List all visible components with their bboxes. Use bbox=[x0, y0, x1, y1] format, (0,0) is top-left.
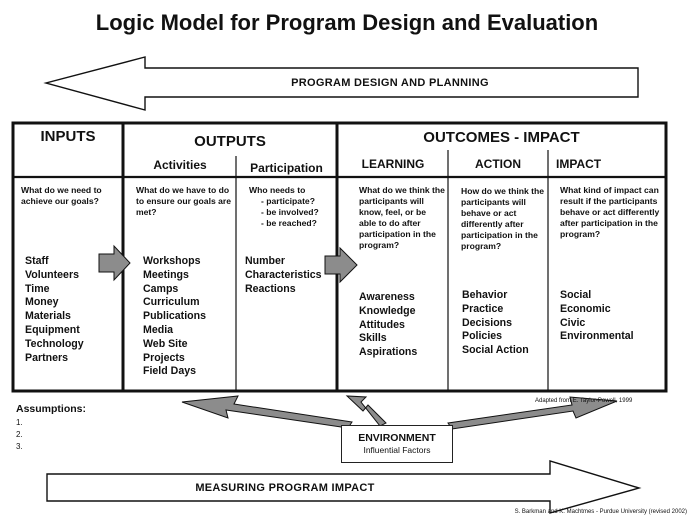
list-item: Meetings bbox=[143, 268, 189, 281]
environment-title: ENVIRONMENT bbox=[358, 432, 436, 444]
participation-list: Number Characteristics Reactions bbox=[245, 255, 322, 296]
list-item: Partners bbox=[25, 351, 68, 364]
list-item: Attitudes bbox=[359, 318, 405, 331]
list-item: Time bbox=[25, 282, 50, 295]
list-item: Skills bbox=[359, 332, 387, 345]
list-item: Characteristics bbox=[245, 268, 322, 281]
environment-to-inputs-outputs-arrow bbox=[181, 395, 353, 429]
outcomes-header: OUTCOMES - IMPACT bbox=[423, 129, 580, 146]
list-item: Field Days bbox=[143, 365, 196, 378]
design-planning-arrow bbox=[43, 56, 639, 111]
participation-header: Participation bbox=[250, 161, 323, 175]
environment-to-learning-arrow bbox=[345, 395, 387, 427]
action-question: How do we think the participants will be… bbox=[461, 186, 545, 251]
measuring-impact-arrow bbox=[46, 460, 642, 514]
environment-box: ENVIRONMENT Influential Factors bbox=[341, 425, 453, 463]
list-item: Economic bbox=[560, 302, 611, 315]
environment-to-impact-arrow bbox=[447, 396, 618, 430]
environment-subtitle: Influential Factors bbox=[363, 445, 431, 455]
list-item: Reactions bbox=[245, 282, 296, 295]
list-item: Social bbox=[560, 289, 592, 301]
activities-list: Workshops Meetings Camps Curriculum Publ… bbox=[143, 255, 206, 379]
list-item: Decisions bbox=[462, 316, 513, 329]
participation-question-lead: Who needs to bbox=[249, 185, 306, 195]
list-item: Social Action bbox=[462, 344, 529, 357]
action-list: Behavior Practice Decisions Policies Soc… bbox=[462, 289, 529, 358]
list-item: Camps bbox=[143, 282, 179, 295]
list-item: Web Site bbox=[143, 337, 188, 350]
list-item: 2. bbox=[16, 430, 23, 439]
list-item: Knowledge bbox=[359, 304, 416, 317]
learning-header: LEARNING bbox=[361, 157, 425, 171]
inputs-to-outputs-arrow bbox=[98, 244, 131, 282]
learning-question: What do we think the participants will k… bbox=[359, 185, 445, 250]
impact-question: What kind of impact can result if the pa… bbox=[560, 185, 660, 239]
participation-question-item: - be involved? bbox=[261, 207, 319, 217]
participation-question: Who needs to - participate? - be involve… bbox=[249, 185, 337, 229]
logic-model-frame bbox=[11, 121, 668, 393]
assumptions-header: Assumptions: bbox=[16, 403, 87, 415]
list-item: Materials bbox=[25, 310, 71, 323]
list-item: Media bbox=[143, 323, 174, 336]
list-item: Money bbox=[25, 296, 59, 309]
list-item: Curriculum bbox=[143, 296, 200, 309]
activities-header: Activities bbox=[153, 158, 207, 172]
diagram-title: Logic Model for Program Design and Evalu… bbox=[95, 10, 599, 35]
list-item: Technology bbox=[25, 337, 84, 350]
list-item: Volunteers bbox=[25, 268, 79, 281]
impact-header: IMPACT bbox=[556, 157, 602, 171]
inputs-question: What do we need to achieve our goals? bbox=[21, 185, 102, 206]
list-item: Practice bbox=[462, 302, 504, 315]
list-item: Publications bbox=[143, 310, 206, 323]
outputs-to-outcomes-arrow bbox=[324, 246, 358, 284]
design-planning-label: PROGRAM DESIGN AND PLANNING bbox=[291, 77, 489, 89]
list-item: 3. bbox=[16, 442, 23, 451]
list-item: Projects bbox=[143, 351, 185, 364]
inputs-header: INPUTS bbox=[40, 128, 96, 145]
impact-list: Social Economic Civic Environmental bbox=[560, 289, 634, 344]
list-item: Staff bbox=[25, 255, 49, 267]
assumptions-list: 1. 2. 3. bbox=[16, 417, 23, 453]
learning-list: Awareness Knowledge Attitudes Skills Asp… bbox=[359, 291, 417, 360]
list-item: Aspirations bbox=[359, 346, 418, 359]
action-header: ACTION bbox=[475, 157, 521, 171]
adapted-credit: Adapted from E. Taylor-Powell, 1999 bbox=[535, 398, 633, 404]
activities-question: What do we have to do to ensure our goal… bbox=[136, 185, 232, 217]
inputs-list: Staff Volunteers Time Money Materials Eq… bbox=[25, 255, 84, 365]
outputs-header: OUTPUTS bbox=[194, 133, 266, 150]
list-item: 1. bbox=[16, 418, 23, 427]
list-item: Workshops bbox=[143, 255, 201, 267]
measuring-impact-label: MEASURING PROGRAM IMPACT bbox=[195, 482, 375, 494]
list-item: Policies bbox=[462, 330, 503, 343]
list-item: Environmental bbox=[560, 330, 634, 343]
list-item: Behavior bbox=[462, 289, 508, 301]
participation-question-item: - participate? bbox=[261, 196, 315, 206]
list-item: Number bbox=[245, 255, 286, 267]
list-item: Awareness bbox=[359, 291, 415, 303]
author-credit: S. Barkman and K. Machtmes - Purdue Univ… bbox=[514, 509, 687, 515]
list-item: Equipment bbox=[25, 323, 80, 336]
participation-question-item: - be reached? bbox=[261, 218, 317, 228]
list-item: Civic bbox=[560, 316, 586, 329]
